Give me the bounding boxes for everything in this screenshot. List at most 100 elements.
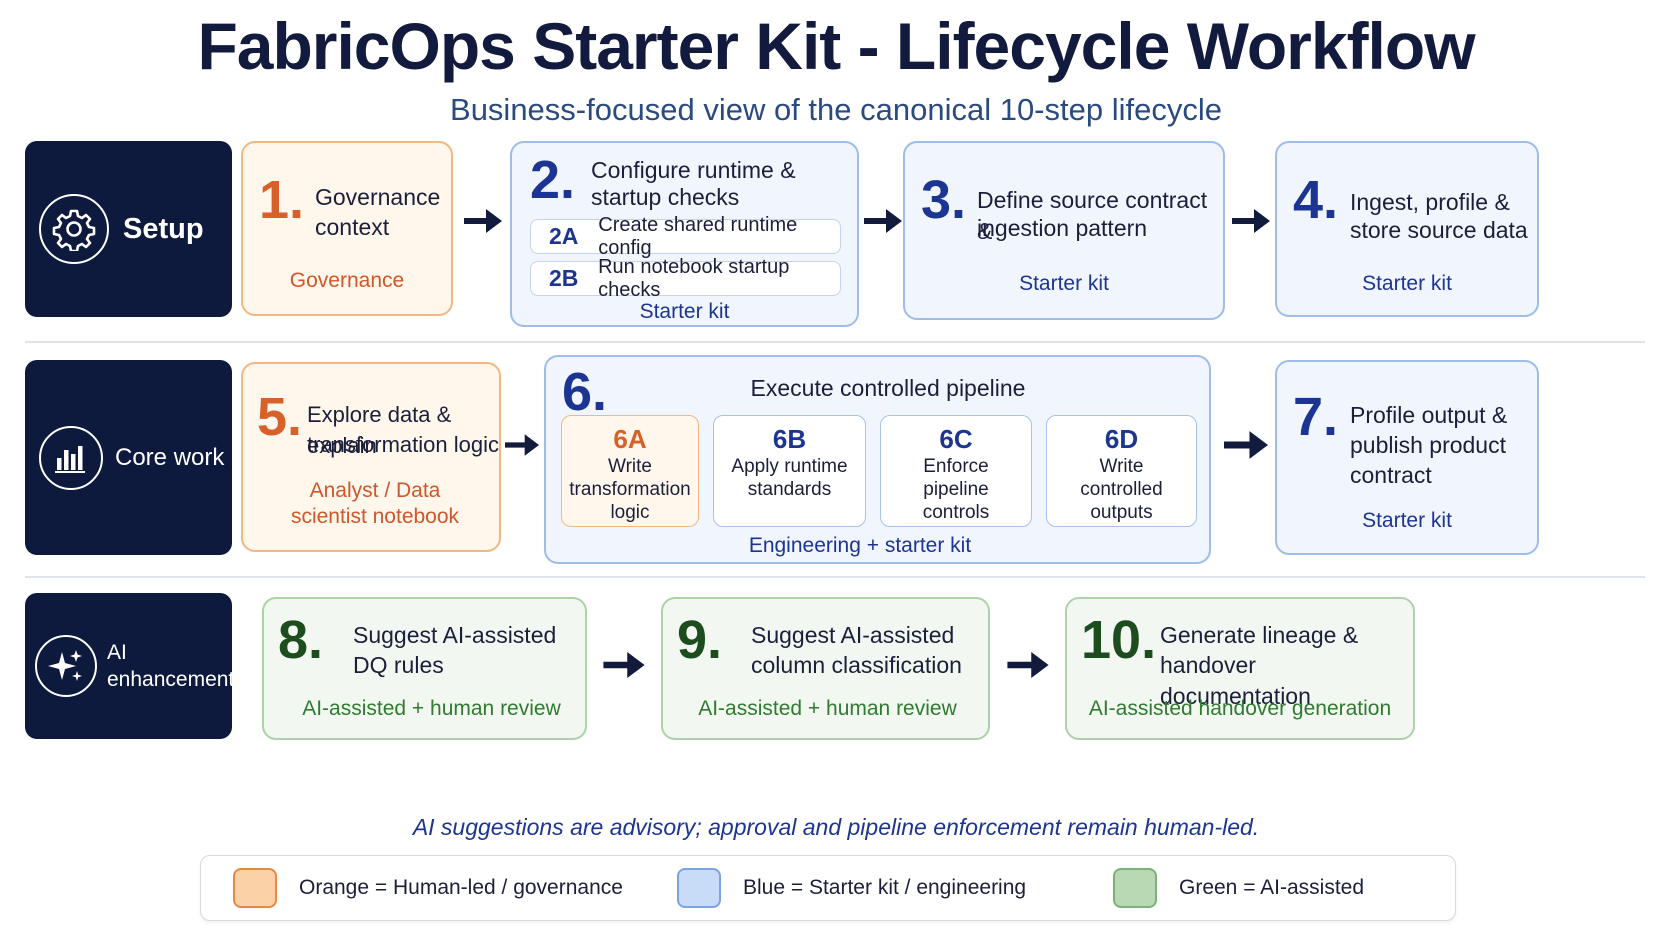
step-title-line: Define source contract & (977, 187, 1208, 244)
stage-label: AI enhancements (107, 639, 245, 693)
gear-icon (39, 194, 109, 264)
substep-id: 6B (772, 424, 807, 454)
legend-swatch (233, 868, 277, 908)
legend-swatch (677, 868, 721, 908)
step-number: 10. (1081, 610, 1157, 670)
step-tag: AI-assisted + human review (698, 697, 957, 720)
step-number: 2. (530, 150, 576, 210)
stage-label-line: enhancements (107, 668, 245, 691)
step-5-card: 5. Explore data & explain transformation… (241, 362, 501, 552)
row-divider (25, 576, 1645, 578)
substep-text-line: Write (608, 456, 652, 477)
substep-6a: 6A Write transformation logic (561, 415, 699, 527)
step-8-card: 8. Suggest AI-assisted DQ rules AI-assis… (262, 597, 587, 740)
step-tag: AI-assisted handover generation (1088, 697, 1392, 720)
step-title-line: context (315, 214, 390, 240)
step-title-line: column classification (751, 652, 962, 678)
step-tag: scientist notebook (290, 505, 460, 528)
legend: Orange = Human-led / governance Blue = S… (200, 855, 1456, 921)
substep-2b: 2B Run notebook startup checks (530, 256, 841, 301)
arrow-right-icon (864, 209, 902, 233)
substep-text-line: transformation (569, 479, 691, 500)
step-number: 3. (921, 170, 967, 230)
legend-item-blue: Blue = Starter kit / engineering (677, 868, 1026, 908)
step-tag: Starter kit (1362, 272, 1452, 295)
step-title-line: handover documentation (1160, 652, 1311, 709)
step-title-line: Configure runtime & (591, 157, 796, 183)
step-number: 4. (1293, 170, 1339, 230)
stage-label-line: AI (107, 641, 127, 664)
sparkle-icon (35, 635, 97, 697)
stage-label: Core work (115, 443, 225, 471)
page-title: FabricOps Starter Kit - Lifecycle Workfl… (197, 9, 1475, 83)
step-number: 6. (562, 362, 608, 422)
arrow-right-icon (603, 652, 645, 678)
step-title: Execute controlled pipeline (750, 375, 1026, 401)
step-10-card: 10. Generate lineage & handover document… (1065, 597, 1415, 740)
substep-6c: 6C Enforce pipeline controls (880, 415, 1032, 527)
step-title-line: Governance (315, 184, 441, 210)
step-number: 9. (677, 610, 723, 670)
arrow-right-icon (505, 434, 539, 456)
substep-text-line: outputs (1090, 502, 1153, 523)
step-title-line: store source data (1350, 217, 1528, 243)
step-tag: Engineering + starter kit (748, 534, 972, 557)
advisory-note: AI suggestions are advisory; approval an… (412, 814, 1260, 840)
step-title-line: Generate lineage & (1160, 622, 1359, 648)
step-title-line: ingestion pattern (977, 215, 1148, 241)
step-1-card: 1. Governance context Governance (241, 141, 453, 316)
substep-id: 6A (613, 424, 647, 454)
step-tag: Starter kit (639, 300, 730, 323)
arrow-right-icon (464, 209, 502, 233)
step-title-line: DQ rules (353, 652, 444, 678)
step-tag: Analyst / Data (309, 479, 441, 502)
step-number: 1. (259, 170, 305, 230)
substep-text-line: Enforce (923, 456, 989, 477)
substep-6d: 6D Write controlled outputs (1046, 415, 1197, 527)
arrow-right-icon (1224, 431, 1268, 459)
step-4-card: 4. Ingest, profile & store source data S… (1275, 141, 1539, 317)
step-title-line: Explore data & explain (307, 402, 452, 458)
step-title-line: Ingest, profile & (1350, 189, 1510, 215)
substep-text-line: pipeline (923, 479, 989, 500)
substep-text-line: Apply runtime (731, 456, 848, 477)
step-3-card: 3. Define source contract & ingestion pa… (903, 141, 1225, 320)
substep-text-line: Write (1099, 456, 1144, 477)
page-subtitle: Business-focused view of the canonical 1… (450, 92, 1222, 127)
step-6-card: 6. Execute controlled pipeline 6A Write … (544, 355, 1211, 564)
step-title-line: transformation logic (307, 432, 499, 457)
stage-setup: Setup (25, 141, 232, 317)
step-title-line: publish product (1350, 432, 1506, 458)
substep-id: 6D (1104, 424, 1139, 454)
step-9-card: 9. Suggest AI-assisted column classifica… (661, 597, 990, 740)
substep-text-line: controlled (1080, 479, 1163, 500)
step-tag: AI-assisted + human review (302, 697, 561, 720)
step-tag: Starter kit (1362, 509, 1452, 532)
step-2-card: 2. Configure runtime & startup checks 2A… (510, 141, 859, 327)
legend-item-orange: Orange = Human-led / governance (233, 868, 623, 908)
step-number: 7. (1293, 387, 1339, 447)
substep-text: Run notebook startup checks (598, 255, 790, 301)
step-title-line: Suggest AI-assisted (353, 622, 557, 648)
substep-text-line: logic (610, 502, 650, 523)
step-tag: Governance (289, 269, 405, 292)
legend-item-green: Green = AI-assisted (1113, 868, 1364, 908)
stage-label: Setup (123, 212, 204, 245)
substep-text-line: controls (922, 502, 990, 523)
substep-id: 2B (549, 265, 579, 291)
step-title-line: Profile output & (1350, 402, 1508, 428)
step-number: 8. (278, 610, 324, 670)
step-7-card: 7. Profile output & publish product cont… (1275, 360, 1539, 555)
legend-label: Orange = Human-led / governance (299, 876, 623, 899)
substep-2a: 2A Create shared runtime config (530, 214, 841, 259)
stage-core-work: Core work (25, 360, 232, 555)
bar-chart-icon (39, 425, 103, 490)
step-title-line: startup checks (591, 184, 740, 210)
arrow-right-icon (1232, 209, 1270, 233)
stage-ai-enhancements: AI enhancements (25, 593, 245, 739)
step-number: 5. (257, 387, 303, 447)
substep-6b: 6B Apply runtime standards (713, 415, 866, 527)
legend-label: Blue = Starter kit / engineering (743, 876, 1027, 899)
step-tag: Starter kit (1019, 272, 1109, 295)
step-title-line: contract (1350, 462, 1432, 488)
